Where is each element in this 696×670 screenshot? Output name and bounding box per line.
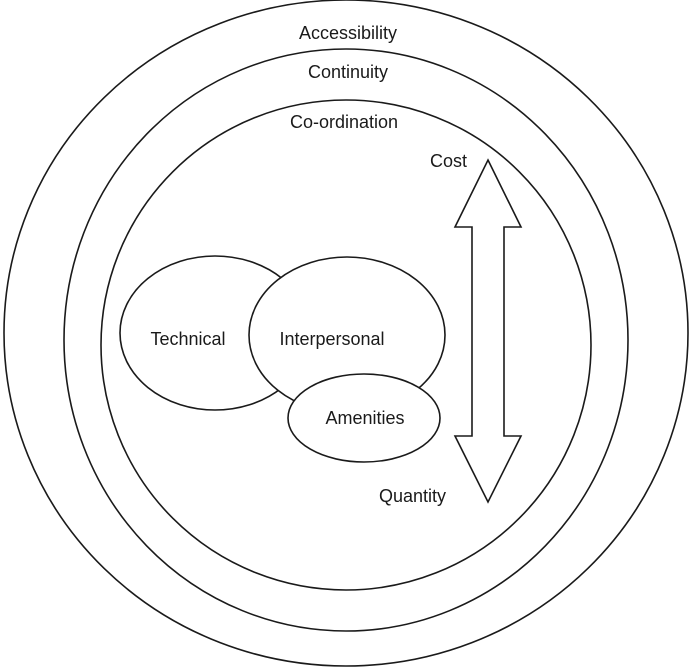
double-headed-arrow-icon: [453, 158, 523, 504]
cost-label: Cost: [430, 151, 467, 171]
continuity-ring: [63, 48, 629, 632]
interpersonal-label: Interpersonal: [279, 329, 384, 349]
continuity-label: Continuity: [308, 62, 388, 82]
technical-label: Technical: [150, 329, 225, 349]
accessibility-ring: [3, 0, 689, 667]
amenities-oval: [287, 373, 441, 463]
coordination-label: Co-ordination: [290, 112, 398, 132]
coordination-ring: [100, 99, 592, 591]
quantity-label: Quantity: [379, 486, 446, 506]
accessibility-label: Accessibility: [299, 23, 397, 43]
amenities-label: Amenities: [325, 408, 404, 428]
